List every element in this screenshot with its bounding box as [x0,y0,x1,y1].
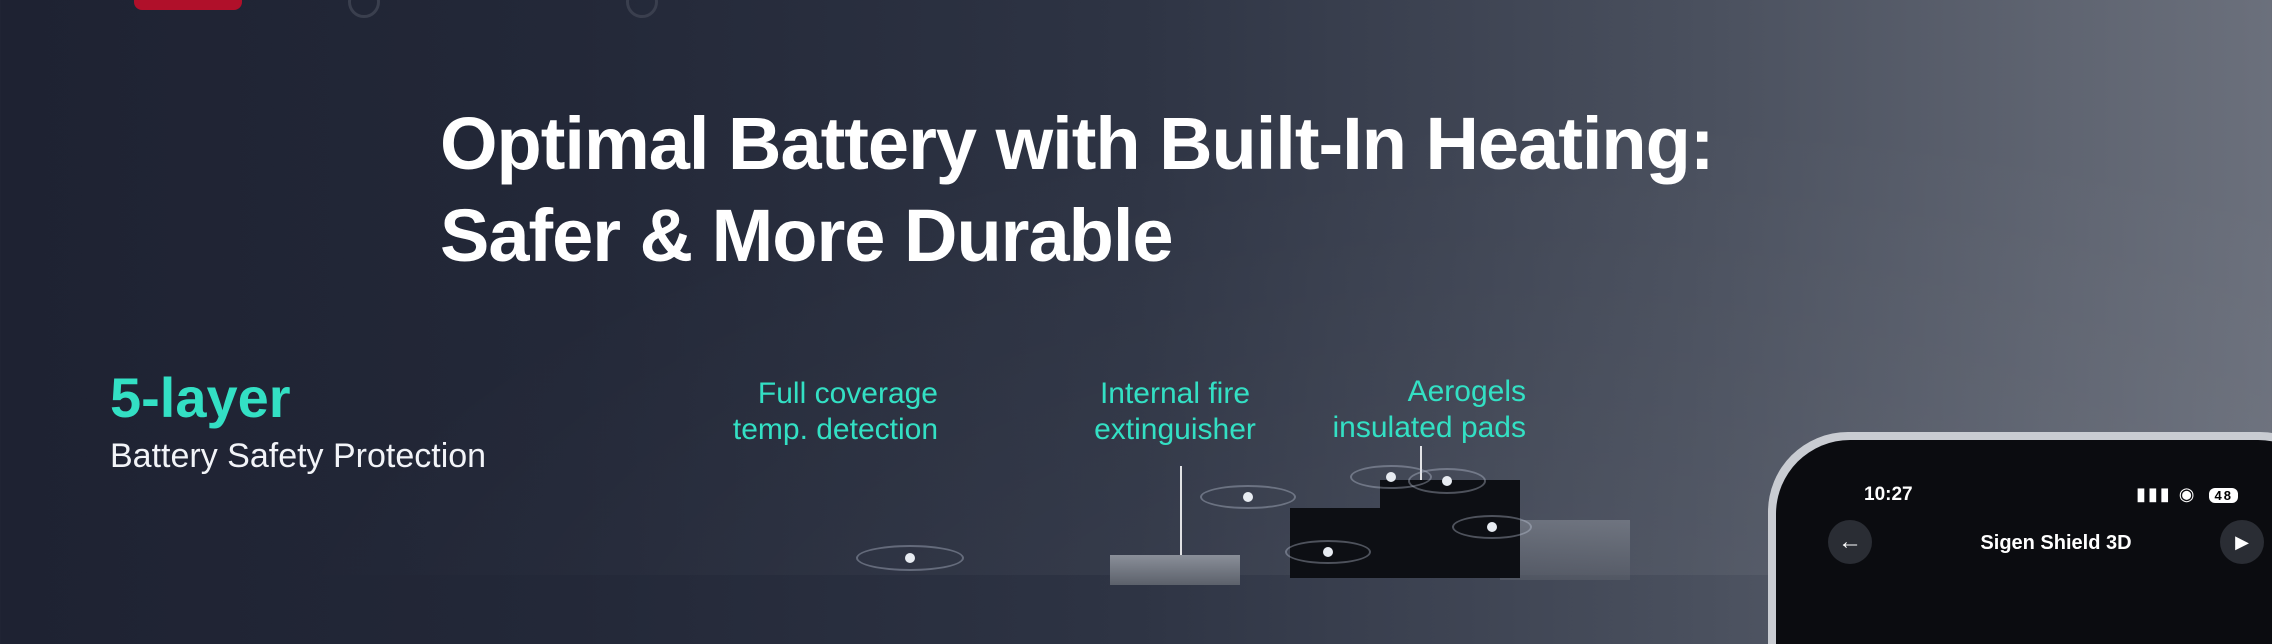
signal-icon: ▮▮▮ [2136,484,2172,504]
feature-count: 5-layer [110,366,291,429]
callout-temp-detection: Full coverage temp. detection [690,376,938,448]
play-button[interactable]: ▶ [2220,520,2264,564]
play-icon: ▶ [2235,532,2249,552]
callout-aerogel-pads: Aerogels insulated pads [1290,374,1526,446]
phone-screen: 10:27 ▮▮▮ ◉ 48 ← Sigen Shield 3D ▶ [1776,440,2272,644]
sensor-ring [1200,485,1296,509]
callout-temp-line-2: temp. detection [732,413,938,446]
callout-fire-line-1: Internal fire [1099,377,1251,410]
battery-icon: 48 [2209,488,2238,503]
battery-module-block [1110,555,1240,585]
back-button[interactable]: ← [1828,520,1872,564]
callout-aerogel-line-1: Aerogels [1407,375,1526,408]
callout-fire-line-2: extinguisher [1094,413,1256,446]
headline-line-2: Safer & More Durable [440,194,1174,277]
feature-subtitle: Battery Safety Protection [110,437,487,475]
callout-fire-extinguisher: Internal fire extinguisher [1050,376,1300,448]
sensor-ring [1408,468,1486,494]
headline-line-1: Optimal Battery with Built-In Heating: [440,102,1714,185]
sensor-ring [1285,540,1371,564]
status-icons: ▮▮▮ ◉ 48 [2136,484,2238,505]
status-time: 10:27 [1864,484,1913,505]
wifi-icon: ◉ [2178,484,2197,504]
sensor-ring [856,545,964,571]
callout-aerogel-line-2: insulated pads [1332,411,1526,444]
leader-line-fire [1180,466,1182,575]
brand-logo-tab [134,0,242,10]
screen-title: Sigen Shield 3D [1980,532,2132,554]
callout-temp-line-1: Full coverage [757,377,938,410]
arrow-left-icon: ← [1838,528,1862,555]
sensor-ring [1452,515,1532,539]
phone-mockup: 10:27 ▮▮▮ ◉ 48 ← Sigen Shield 3D ▶ [1768,432,2272,644]
headline: Optimal Battery with Built-In Heating: S… [440,98,1714,282]
